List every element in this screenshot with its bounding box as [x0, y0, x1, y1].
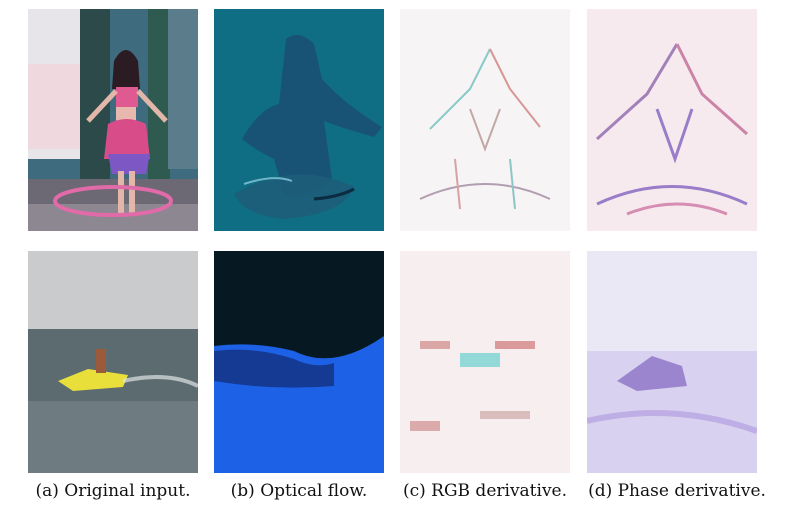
rgb-derivative-map [400, 9, 570, 231]
row1-optical-flow [214, 9, 384, 231]
caption-phase-derivative: (d) Phase derivative. [588, 481, 766, 501]
optical-flow-map [214, 251, 384, 473]
hula-hoop-photo [28, 9, 198, 231]
row1-original-input [28, 9, 198, 231]
phase-derivative-map [587, 251, 757, 473]
row1-phase-derivative [587, 9, 757, 231]
caption-rgb-derivative: (c) RGB derivative. [402, 481, 568, 501]
caption-optical-flow: (b) Optical flow. [230, 481, 368, 501]
optical-flow-map [214, 9, 384, 231]
phase-derivative-map [587, 9, 757, 231]
row2-phase-derivative [587, 251, 757, 473]
caption-original-input: (a) Original input. [35, 481, 191, 501]
row1-rgb-derivative [400, 9, 570, 231]
row2-optical-flow [214, 251, 384, 473]
jet-ski-photo [28, 251, 198, 473]
rgb-derivative-map [400, 251, 570, 473]
row2-rgb-derivative [400, 251, 570, 473]
row2-original-input [28, 251, 198, 473]
